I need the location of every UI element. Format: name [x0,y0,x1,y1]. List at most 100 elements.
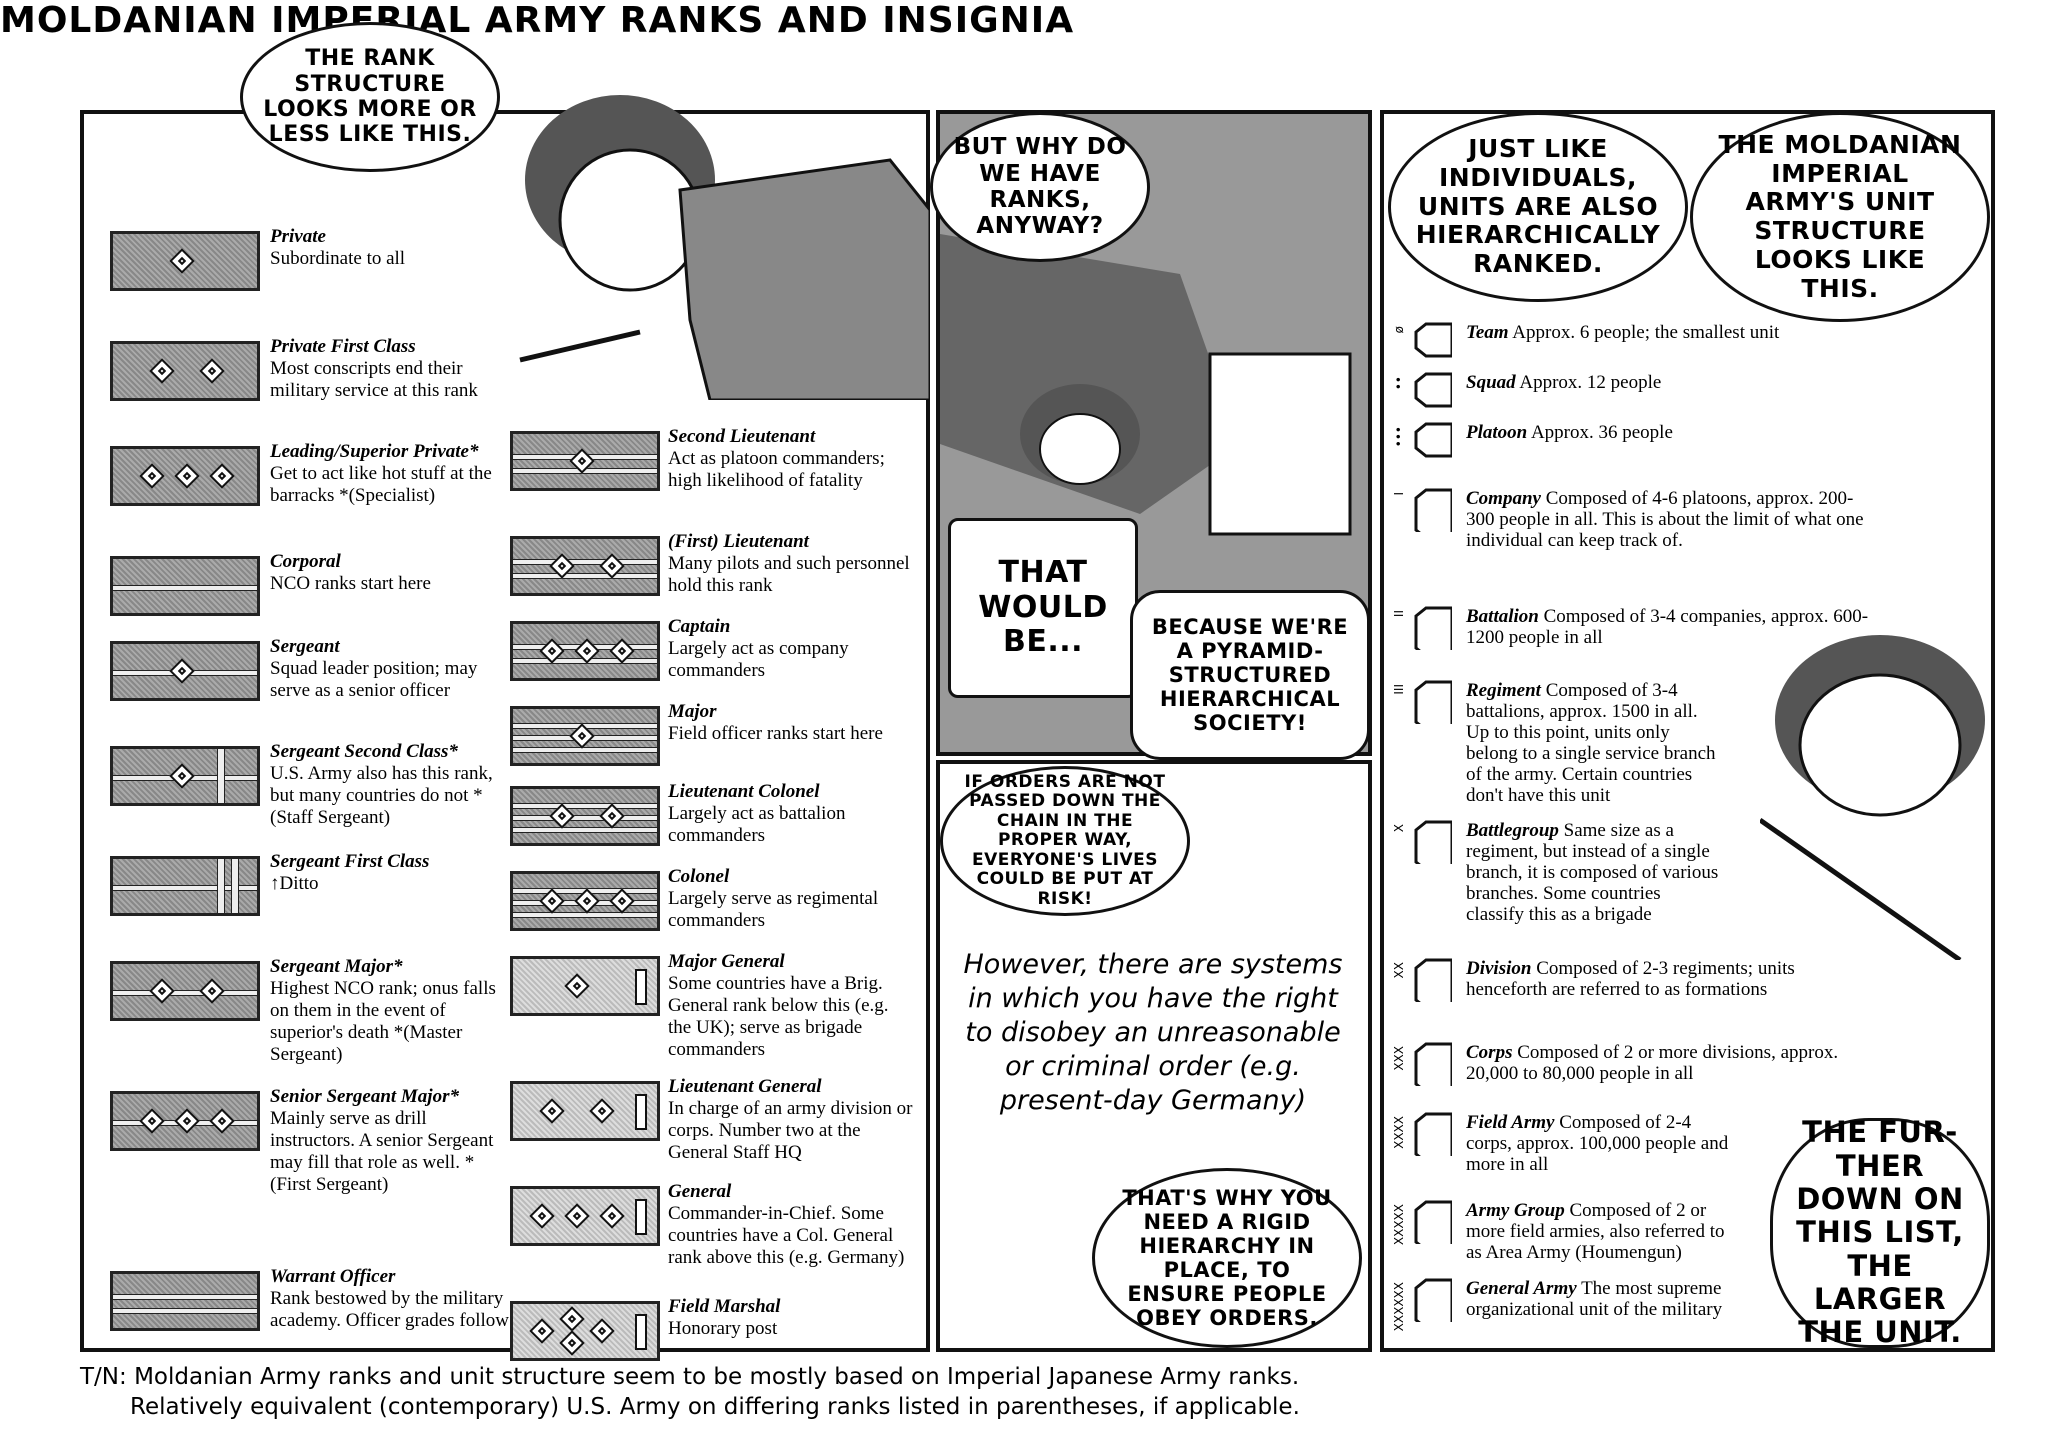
star-icon [149,358,175,384]
unit-text: Team Approx. 6 people; the smallest unit [1466,322,1876,343]
unit-level-mark: •• [1392,376,1406,391]
speech-bubble-rigid-hierarchy: THAT'S WHY YOU NEED A RIGID HIERARCHY IN… [1092,1168,1362,1348]
rank-insignia [110,341,260,401]
unit-level-mark: I [1392,492,1406,496]
rank-description: NCO ranks start here [270,573,431,594]
star-icon [589,1318,615,1344]
rank-insignia [510,1081,660,1141]
rank-text: Senior Sergeant Major*Mainly serve as dr… [270,1086,510,1196]
rank-name: Field Marshal [668,1296,781,1317]
unit-symbol-icon [1414,1200,1452,1244]
rank-description: In charge of an army division or corps. … [668,1098,913,1163]
rank-description: Some countries have a Brig. General rank… [668,973,889,1060]
unit-description: Same size as a regiment, but instead of … [1466,820,1719,925]
speech-bubble-further-down: THE FUR-THER DOWN ON THIS LIST, THE LARG… [1770,1116,1990,1349]
rank-text: Sergeant Major*Highest NCO rank; onus fa… [270,956,510,1066]
unit-name: Platoon [1466,422,1528,443]
unit-description: Composed of 2 or more field armies, also… [1466,1200,1725,1263]
rank-description: Largely act as company commanders [668,638,849,681]
unit-name: Regiment [1466,680,1541,701]
rank-insignia [510,621,660,681]
unit-level-mark: XXX [1392,1046,1406,1071]
unit-text: General Army The most supreme organizati… [1466,1278,1741,1320]
star-icon [599,1203,625,1229]
unit-text: Battlegroup Same size as a regiment, but… [1466,820,1721,925]
rank-insignia [510,706,660,766]
rank-insignia [110,856,260,916]
unit-text: Corps Composed of 2 or more divisions, a… [1466,1042,1876,1084]
star-icon [139,1108,165,1134]
unit-level-mark: ø [1392,326,1406,334]
unit-level-mark: XX [1392,962,1406,979]
rank-description: Largely act as battalion commanders [668,803,846,846]
unit-text: Platoon Approx. 36 people [1466,422,1876,443]
unit-symbol-icon [1414,488,1452,532]
rank-description: Squad leader position; may serve as a se… [270,658,478,701]
unit-description: Approx. 6 people; the smallest unit [1512,322,1780,343]
star-icon [169,658,195,684]
rank-insignia [510,956,660,1016]
rank-insignia [110,746,260,806]
rank-description: U.S. Army also has this rank, but many c… [270,763,493,828]
baton-icon [635,1094,647,1130]
unit-symbol-icon [1414,820,1452,864]
rank-name: Sergeant First Class [270,851,430,872]
rank-insignia [110,641,260,701]
rank-description: ↑Ditto [270,873,319,894]
unit-text: Army Group Composed of 2 or more field a… [1466,1200,1741,1263]
unit-symbol-icon [1414,372,1452,408]
unit-name: Field Army [1466,1112,1555,1133]
unit-level-mark: II [1392,610,1406,618]
rank-description: Most conscripts end their military servi… [270,358,478,401]
star-icon [564,1203,590,1229]
rank-name: Private [270,226,326,247]
rank-name: Private First Class [270,336,416,357]
unit-description: The most supreme organizational unit of … [1466,1278,1723,1320]
character-illustration-right [1760,635,1985,960]
rank-description: Largely serve as regimental commanders [668,888,879,931]
rank-insignia [110,231,260,291]
rank-name: Corporal [270,551,341,572]
rank-description: Rank bestowed by the military academy. O… [270,1288,509,1331]
speech-bubble-that-would-be: THAT WOULD BE... [948,518,1138,698]
unit-description: Composed of 3-4 companies, approx. 600-1… [1466,606,1869,648]
speech-bubble-why-ranks: BUT WHY DO WE HAVE RANKS, ANYWAY? [930,112,1150,262]
unit-symbol-icon [1414,680,1452,724]
rank-name: Warrant Officer [270,1266,396,1287]
unit-level-mark: XXXXXX [1392,1282,1406,1332]
rank-insignia [110,556,260,616]
page-title: MOLDANIAN IMPERIAL ARMY RANKS AND INSIGN… [0,0,1075,41]
rank-name: Sergeant Second Class* [270,741,458,762]
star-icon [529,1318,555,1344]
rank-description: Highest NCO rank; onus falls on them in … [270,978,496,1065]
unit-description: Approx. 12 people [1519,372,1662,393]
caption-disobey: However, there are systems in which you … [963,949,1343,1116]
star-icon [199,358,225,384]
rank-name: Second Lieutenant [668,426,816,447]
baton-icon [635,969,647,1005]
unit-text: Battalion Composed of 3-4 companies, app… [1466,606,1876,648]
unit-name: Corps [1466,1042,1513,1063]
rank-name: Colonel [668,866,730,887]
rank-text: Sergeant Second Class*U.S. Army also has… [270,741,510,829]
rank-name: Senior Sergeant Major* [270,1086,459,1107]
rank-insignia [510,1301,660,1361]
rank-description: Honorary post [668,1318,778,1339]
rank-description: Mainly serve as drill instructors. A sen… [270,1108,494,1195]
rank-name: Lieutenant General [668,1076,822,1097]
star-icon [564,973,590,999]
unit-text: Field Army Composed of 2-4 corps, approx… [1466,1112,1741,1175]
unit-description: Composed of 4-6 platoons, approx. 200-30… [1466,488,1864,551]
star-icon [149,978,175,1004]
rank-insignia [510,871,660,931]
star-icon [559,1330,585,1356]
unit-name: Battalion [1466,606,1539,627]
star-icon [559,1306,585,1332]
star-icon [199,978,225,1004]
